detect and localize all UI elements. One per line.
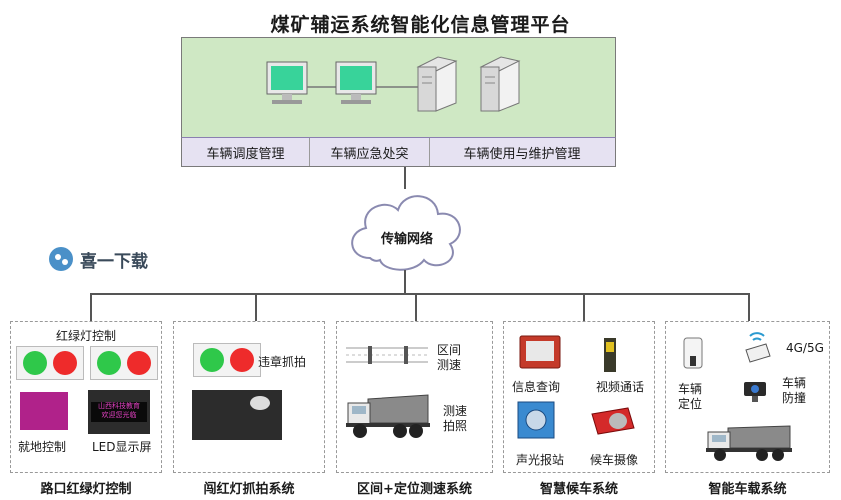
red-light-icon [230, 348, 254, 372]
red-light-icon [127, 351, 151, 375]
platform-modules: 车辆调度管理 车辆应急处突 车辆使用与维护管理 [181, 137, 616, 167]
network-4g5g-label: 4G/5G [786, 341, 824, 355]
connector-line [748, 293, 750, 321]
led-screen-label: LED显示屏 [92, 440, 152, 454]
server-icon [416, 56, 458, 112]
subsystem-name-smart-waiting: 智慧候车系统 [539, 482, 618, 497]
bus-line [90, 293, 749, 295]
anti-collision-label: 车辆 防撞 [782, 376, 807, 405]
monitor-icon [335, 61, 377, 104]
vehicle-locator-icon [683, 337, 703, 369]
red-light-icon [53, 351, 77, 375]
violation-capture-label: 违章抓拍 [258, 355, 307, 369]
wireless-signal-icon [745, 332, 771, 363]
waiting-camera-icon [591, 407, 635, 435]
network-label: 传输网络 [380, 232, 433, 247]
subsystem-name-red-light-capture: 闯红灯抓拍系统 [203, 482, 295, 497]
capture-photo-image [192, 390, 282, 440]
panel-red-light-capture [173, 321, 325, 473]
traffic-light-icon [16, 346, 84, 380]
traffic-light-icon [193, 343, 261, 377]
network-cloud-icon [351, 195, 461, 271]
led-screen-image: 山西科技教育 欢迎您光临 [88, 390, 150, 434]
waiting-camera-label: 候车摄像 [590, 453, 639, 467]
watermark-text: 喜一下载 [80, 251, 148, 272]
connector-line [404, 270, 406, 294]
panel-traffic-light [10, 321, 162, 473]
connector-line [583, 293, 585, 321]
platform-devices [266, 56, 521, 112]
traffic-light-icon [90, 346, 158, 380]
info-query-label: 信息查询 [512, 380, 561, 394]
module-maintenance: 车辆使用与维护管理 [463, 146, 581, 162]
connector-line [415, 293, 417, 321]
subsystem-name-speed-measure: 区间+定位测速系统 [357, 482, 472, 497]
dump-truck-icon [346, 394, 430, 438]
watermark-logo-icon [49, 247, 73, 271]
connector-line [90, 293, 92, 321]
headlight-glare [250, 396, 270, 410]
anti-collision-camera-icon [744, 382, 766, 402]
monitor-icon [266, 61, 308, 104]
panel-smart-vehicle [665, 321, 830, 473]
connector-line [255, 293, 257, 321]
vehicle-locate-label: 车辆 定位 [678, 382, 703, 411]
info-kiosk-icon [519, 335, 561, 369]
subsystem-name-smart-vehicle: 智能车载系统 [708, 482, 787, 497]
panel-speed-measure [336, 321, 493, 473]
local-control-label: 就地控制 [18, 440, 67, 454]
video-intercom-icon [604, 338, 616, 372]
watermark: 喜一下载 [48, 246, 148, 272]
local-control-panel-image [20, 392, 68, 430]
audio-announce-label: 声光报站 [516, 453, 565, 467]
vehicle-truck-icon [706, 425, 792, 461]
road-section-diagram [346, 346, 428, 364]
green-light-icon [23, 351, 47, 375]
green-light-icon [97, 351, 121, 375]
traffic-light-control-label: 红绿灯控制 [55, 329, 116, 343]
module-emergency: 车辆应急处突 [310, 138, 430, 166]
led-screen-text: 山西科技教育 欢迎您光临 [91, 402, 147, 422]
diagram-title: 煤矿辅运系统智能化信息管理平台 [270, 14, 571, 36]
panel-smart-waiting [503, 321, 655, 473]
connector-line [404, 167, 406, 189]
subsystem-name-traffic-light: 路口红绿灯控制 [40, 482, 132, 497]
video-call-label: 视频通话 [596, 380, 645, 394]
module-dispatch: 车辆调度管理 [182, 138, 310, 166]
server-icon [479, 56, 521, 112]
green-light-icon [200, 348, 224, 372]
speed-photo-label: 测速 拍照 [443, 404, 468, 433]
section-speed-label: 区间 测速 [437, 343, 462, 372]
station-announcer-icon [517, 401, 555, 439]
